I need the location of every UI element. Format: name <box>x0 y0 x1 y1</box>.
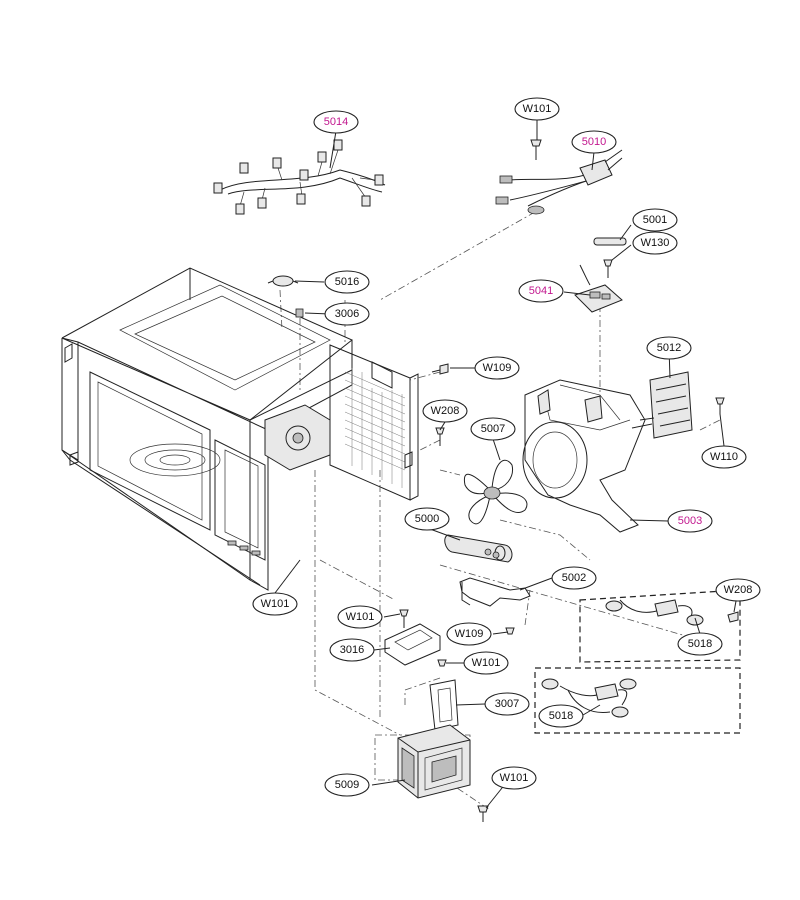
bracket-5002 <box>459 577 531 607</box>
callout-5012: 5012 <box>646 336 692 360</box>
callout-3016: 3016 <box>329 638 375 662</box>
callout-w101-bottom: W101 <box>491 766 537 790</box>
screw-w130 <box>603 259 613 278</box>
svg-text:5012: 5012 <box>657 342 681 354</box>
callout-5000: 5000 <box>404 507 450 531</box>
sensor-assembly-5010 <box>495 149 623 215</box>
option-box-upper <box>579 589 741 663</box>
svg-text:3007: 3007 <box>495 698 519 710</box>
svg-text:5016: 5016 <box>335 276 359 288</box>
svg-text:5018: 5018 <box>688 638 712 650</box>
svg-text:5041: 5041 <box>529 285 553 297</box>
svg-text:5014: 5014 <box>324 116 348 128</box>
callout-5016: 5016 <box>324 270 370 294</box>
svg-text:W109: W109 <box>455 628 484 640</box>
callout-w109-lower: W109 <box>446 622 492 646</box>
capacitor-5000 <box>444 534 513 563</box>
callout-5007: 5007 <box>470 417 516 441</box>
callout-w101-left: W101 <box>252 592 298 616</box>
svg-text:W109: W109 <box>483 362 512 374</box>
motor-assembly <box>264 404 331 471</box>
fan-duct-5003 <box>522 379 646 533</box>
svg-text:W208: W208 <box>431 405 460 417</box>
screw-w208-lower <box>727 611 739 623</box>
power-cord-5018-upper <box>605 599 704 626</box>
bracket-3007 <box>429 679 459 731</box>
callout-5002: 5002 <box>551 566 597 590</box>
svg-text:5010: 5010 <box>582 136 606 148</box>
svg-text:W101: W101 <box>261 598 290 610</box>
leader-lines <box>274 120 739 809</box>
back-panel <box>329 344 419 501</box>
callout-w208-lower: W208 <box>715 578 761 602</box>
callout-5018-lower: 5018 <box>538 704 584 728</box>
svg-text:W101: W101 <box>500 772 529 784</box>
wire-harness-5014 <box>213 139 386 215</box>
screw-w110 <box>715 397 725 414</box>
callout-5014: 5014 <box>313 110 359 134</box>
callout-3007: 3007 <box>484 692 530 716</box>
option-box-lower <box>534 667 741 734</box>
screw-w101-bottom <box>477 805 489 822</box>
fan-blade-5007 <box>463 459 528 525</box>
callout-3006: 3006 <box>324 302 370 326</box>
callout-5001: 5001 <box>632 208 678 232</box>
callout-5009: 5009 <box>324 773 370 797</box>
screw-w101-c <box>437 659 447 667</box>
screw-w101-top <box>530 139 542 160</box>
fan-motor-5012 <box>631 371 693 439</box>
screw-3006 <box>295 308 304 318</box>
svg-text:W130: W130 <box>641 237 670 249</box>
power-cord-5018-lower <box>541 678 637 718</box>
svg-text:3006: 3006 <box>335 308 359 320</box>
fuse-5001 <box>593 237 627 246</box>
callout-w101-c: W101 <box>463 651 509 675</box>
callout-w130: W130 <box>632 231 678 255</box>
svg-text:3016: 3016 <box>340 644 364 656</box>
screw-w101-mid <box>399 609 409 628</box>
svg-text:W101: W101 <box>523 103 552 115</box>
screw-w109-upper <box>431 363 449 375</box>
oven-cavity <box>61 267 353 591</box>
svg-text:W101: W101 <box>472 657 501 669</box>
callout-5010: 5010 <box>571 130 617 154</box>
svg-text:W110: W110 <box>710 451 738 463</box>
bracket-3016 <box>384 623 441 666</box>
callout-5003: 5003 <box>667 509 713 533</box>
svg-text:5009: 5009 <box>335 779 359 791</box>
svg-text:W101: W101 <box>346 611 375 623</box>
callout-w110: W110 <box>701 445 747 469</box>
callout-5018-upper: 5018 <box>677 632 723 656</box>
svg-text:5002: 5002 <box>562 572 586 584</box>
svg-text:W208: W208 <box>724 584 753 596</box>
callout-w208-upper: W208 <box>422 399 468 423</box>
callout-w101-top: W101 <box>514 97 560 121</box>
thermostat-5016 <box>267 275 299 287</box>
svg-text:5001: 5001 <box>643 214 667 226</box>
callout-w101-mid: W101 <box>337 605 383 629</box>
callout-5041: 5041 <box>518 279 564 303</box>
screw-w109-lower <box>505 627 515 635</box>
svg-text:5018: 5018 <box>549 710 573 722</box>
pcb-5041 <box>574 264 623 313</box>
screw-w208-upper <box>435 427 445 446</box>
transformer-5009 <box>397 724 471 799</box>
svg-text:5007: 5007 <box>481 423 505 435</box>
assembly-guide-lines <box>279 211 721 811</box>
callout-w109-upper: W109 <box>474 356 520 380</box>
svg-text:5003: 5003 <box>678 515 702 527</box>
svg-text:5000: 5000 <box>415 513 439 525</box>
